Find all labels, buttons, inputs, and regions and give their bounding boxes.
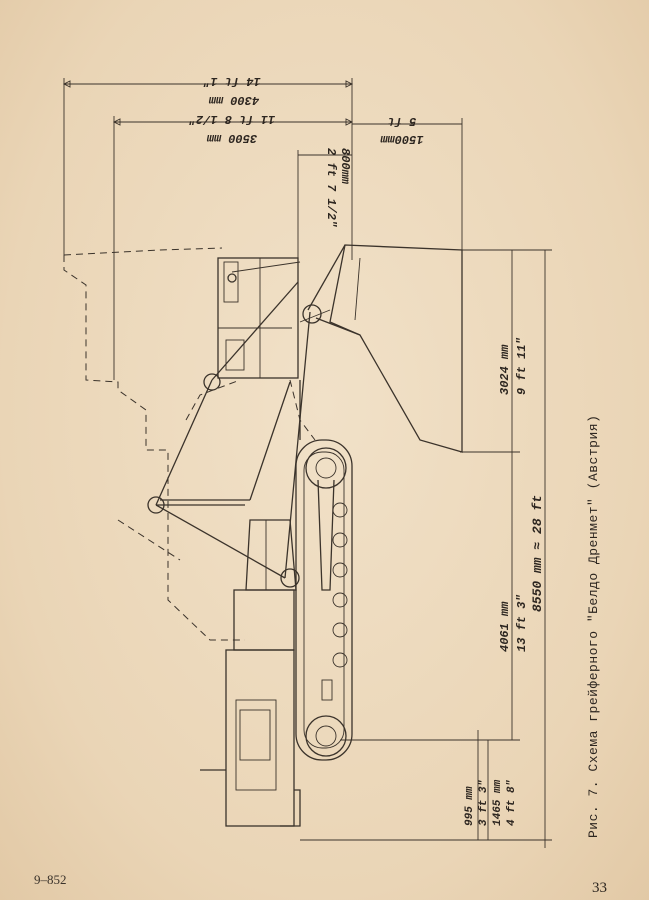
right-dimension-lines <box>300 249 552 848</box>
upper-cab-frame <box>217 257 301 379</box>
dim-right-middle-ft: 13 ft 3" <box>515 594 529 652</box>
bucket <box>299 244 463 453</box>
dim-top-overall-mm: 4300 mm <box>208 93 259 107</box>
dim-right-overall: 8550 mm ≈ 28 ft <box>530 495 545 612</box>
dim-bottom-a-mm: 995 mm <box>464 786 476 826</box>
figure-caption: Рис. 7. Схема грейферного "Белдо Дренмет… <box>586 414 601 838</box>
dim-top-small-ft: 2 ft 7 1/2" <box>324 148 338 227</box>
dim-right-upper-ft: 9 ft 11" <box>515 337 529 395</box>
dim-top-right-ft: 5 ft <box>388 114 417 128</box>
lower-body <box>200 380 301 827</box>
dim-right-upper-mm: 3024 mm <box>498 344 512 395</box>
dim-bottom-a-ft: 3 ft 3" <box>478 779 490 826</box>
dim-top-mid-mm: 3500 mm <box>206 131 257 145</box>
dashed-envelope <box>63 247 316 641</box>
dim-top-overall-ft: 14 ft 1" <box>203 74 261 88</box>
dim-bottom-b-mm: 1465 mm <box>492 779 504 826</box>
dim-top-mid-ft: 11 ft 8 1/2" <box>189 112 275 126</box>
dim-top-right-mm: 1500mm <box>380 132 424 146</box>
page-number: 33 <box>592 880 607 896</box>
dim-top-small-mm: 800mm <box>338 148 352 185</box>
boom-arms <box>147 244 361 588</box>
dim-bottom-b-ft: 4 ft 8" <box>506 779 518 826</box>
crawler-track <box>295 439 353 761</box>
dim-right-middle-mm: 4061 mm <box>498 601 512 652</box>
signature-mark: 9–852 <box>34 872 67 887</box>
